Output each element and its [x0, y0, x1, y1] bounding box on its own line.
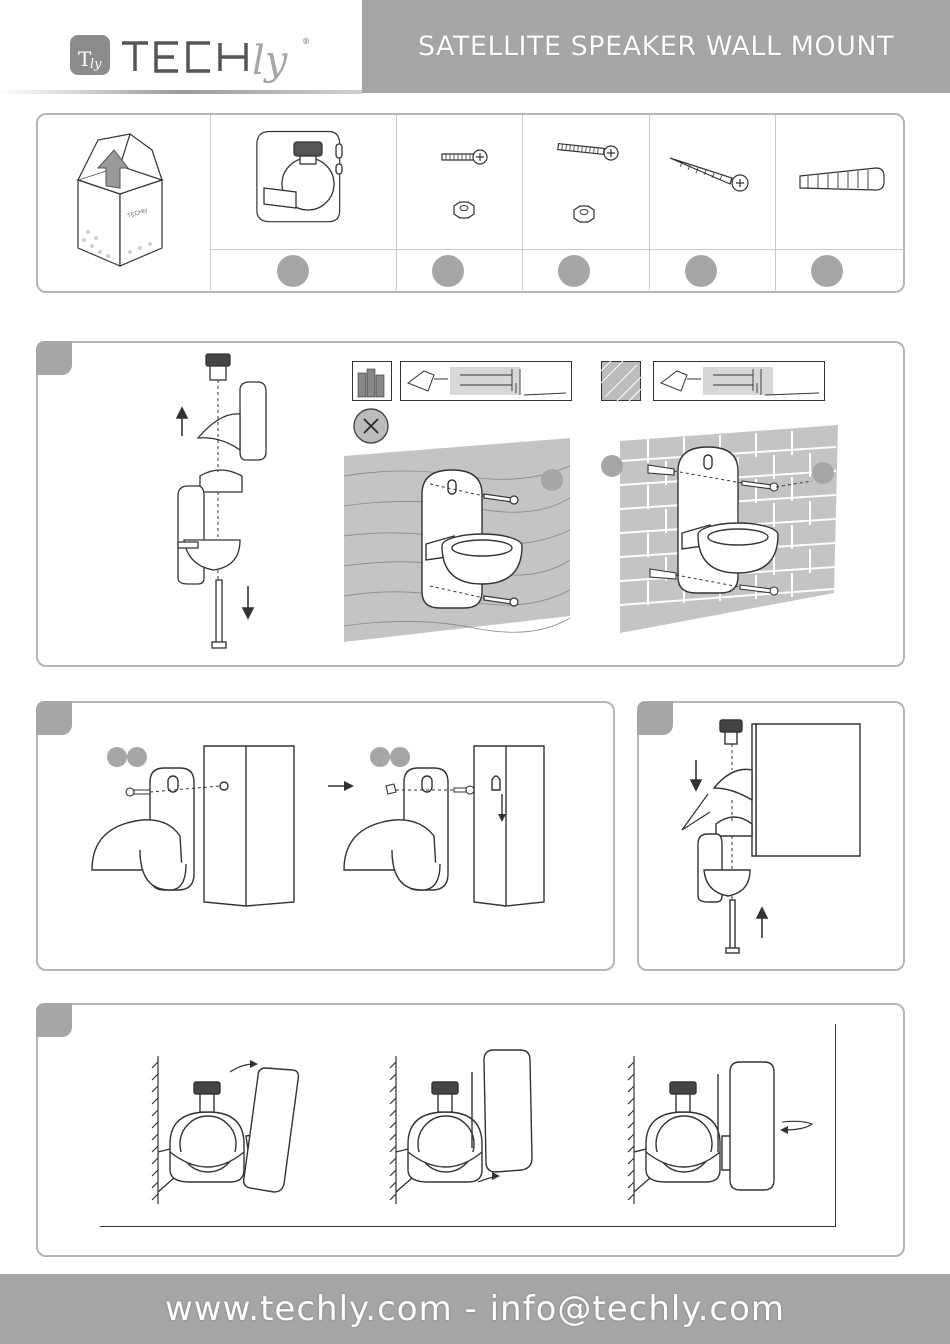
- nut-icon: [452, 200, 476, 220]
- header-rule: [0, 90, 362, 94]
- adjust-tilt-down: [388, 1048, 548, 1208]
- wood-wall-mounting: [344, 436, 570, 644]
- nut-icon: [572, 204, 596, 224]
- concrete-wall-icon: [601, 361, 641, 401]
- part-e-marker: [811, 255, 843, 287]
- bolt-icon: [556, 138, 622, 162]
- drill-icon: [653, 361, 825, 401]
- speaker-attach-nut: [340, 740, 550, 910]
- step-1-tab: [36, 341, 72, 375]
- box-icon: TECHly: [70, 128, 170, 273]
- screw-icon: [668, 154, 754, 194]
- anchor-icon: [796, 166, 892, 196]
- speaker-assemble-bracket: [680, 716, 870, 958]
- adjust-rotate: [626, 1052, 826, 1212]
- step-2-tab: [36, 701, 72, 735]
- speaker-attach-bolt: [90, 740, 300, 910]
- adjust-tilt-up: [150, 1052, 310, 1212]
- adjust-frame-line: [835, 1024, 836, 1227]
- page-title: SATELLITE SPEAKER WALL MOUNT: [362, 0, 950, 93]
- part-d-marker: [685, 255, 717, 287]
- part-a-marker: [277, 255, 309, 287]
- brick-wall-icon: [352, 361, 392, 401]
- part-b-marker: [432, 255, 464, 287]
- part-c-marker: [558, 255, 590, 287]
- step-3-tab: [637, 701, 673, 735]
- svg-text:®: ®: [302, 37, 310, 46]
- footer-contact[interactable]: www.techly.com - info@techly.com: [0, 1274, 950, 1344]
- bracket-exploded-icon: [170, 352, 280, 652]
- svg-text:ly: ly: [90, 57, 102, 72]
- techly-logo: T ly ly ®: [70, 30, 330, 90]
- brick-wall-mounting: [612, 425, 838, 635]
- adjust-frame-line: [100, 1226, 836, 1227]
- bolt-icon: [440, 144, 490, 168]
- drill-icon: [400, 361, 572, 401]
- step-4-tab: [36, 1003, 72, 1037]
- bracket-icon: [250, 126, 360, 236]
- svg-text:ly: ly: [252, 38, 289, 84]
